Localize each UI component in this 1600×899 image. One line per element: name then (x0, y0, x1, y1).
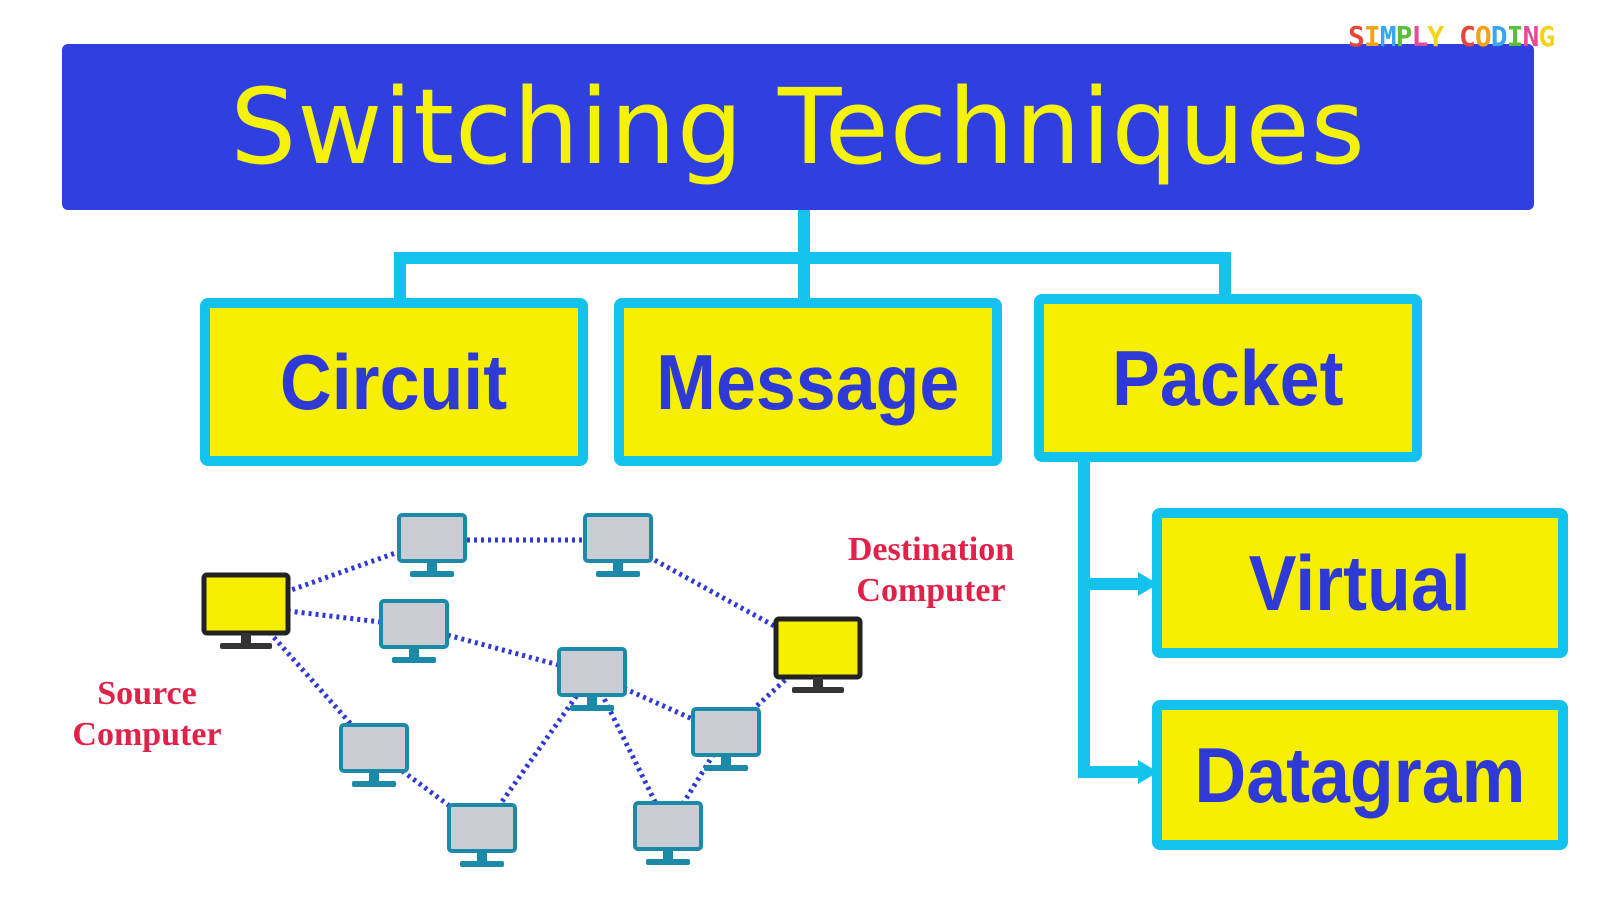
source-computer-icon (201, 572, 291, 649)
logo-letter: D (1490, 20, 1508, 53)
logo-letter: Y (1427, 20, 1444, 53)
logo-letter: C (1459, 20, 1476, 53)
datagram-arrowhead (1138, 760, 1158, 784)
logo-letter: L (1411, 20, 1428, 53)
logo-letter: G (1538, 20, 1555, 53)
network-computer-icon (691, 707, 761, 771)
network-computer-icon (379, 599, 449, 663)
network-link (245, 537, 433, 609)
network-link (589, 672, 671, 830)
message-box: Message (614, 298, 1002, 466)
logo-letter: P (1395, 20, 1413, 53)
virtual-box: Virtual (1152, 508, 1568, 658)
network-computer-icon (397, 513, 467, 577)
network-computer-icon (447, 803, 517, 867)
destination-computer-label: Destination Computer (847, 531, 1015, 609)
network-computer-icon (633, 801, 703, 865)
message-label: Message (656, 338, 960, 426)
datagram-label: Datagram (1194, 731, 1526, 819)
page-title: Switching Techniques (230, 66, 1366, 188)
network-computer-icon (339, 723, 409, 787)
packet-box: Packet (1034, 294, 1422, 462)
virtual-label: Virtual (1248, 539, 1472, 627)
network-computer-icon (583, 513, 653, 577)
network-computer-icon (557, 647, 627, 711)
logo-letter: O (1474, 20, 1492, 53)
destination-computer-icon (773, 616, 863, 693)
logo-letter: I (1506, 20, 1524, 53)
source-computer-label: Source Computer (72, 675, 222, 753)
virtual-arrowhead (1138, 572, 1158, 596)
logo-letter: S (1348, 20, 1365, 53)
packet-label: Packet (1112, 334, 1344, 422)
simply-coding-logo: SIMPLY CODING (1348, 20, 1555, 53)
logo-letter: I (1363, 20, 1381, 53)
datagram-box: Datagram (1152, 700, 1568, 850)
circuit-label: Circuit (280, 338, 508, 426)
title-banner: Switching Techniques (62, 44, 1534, 210)
circuit-box: Circuit (200, 298, 588, 466)
logo-letter: M (1379, 20, 1397, 53)
logo-letter: N (1522, 20, 1539, 53)
